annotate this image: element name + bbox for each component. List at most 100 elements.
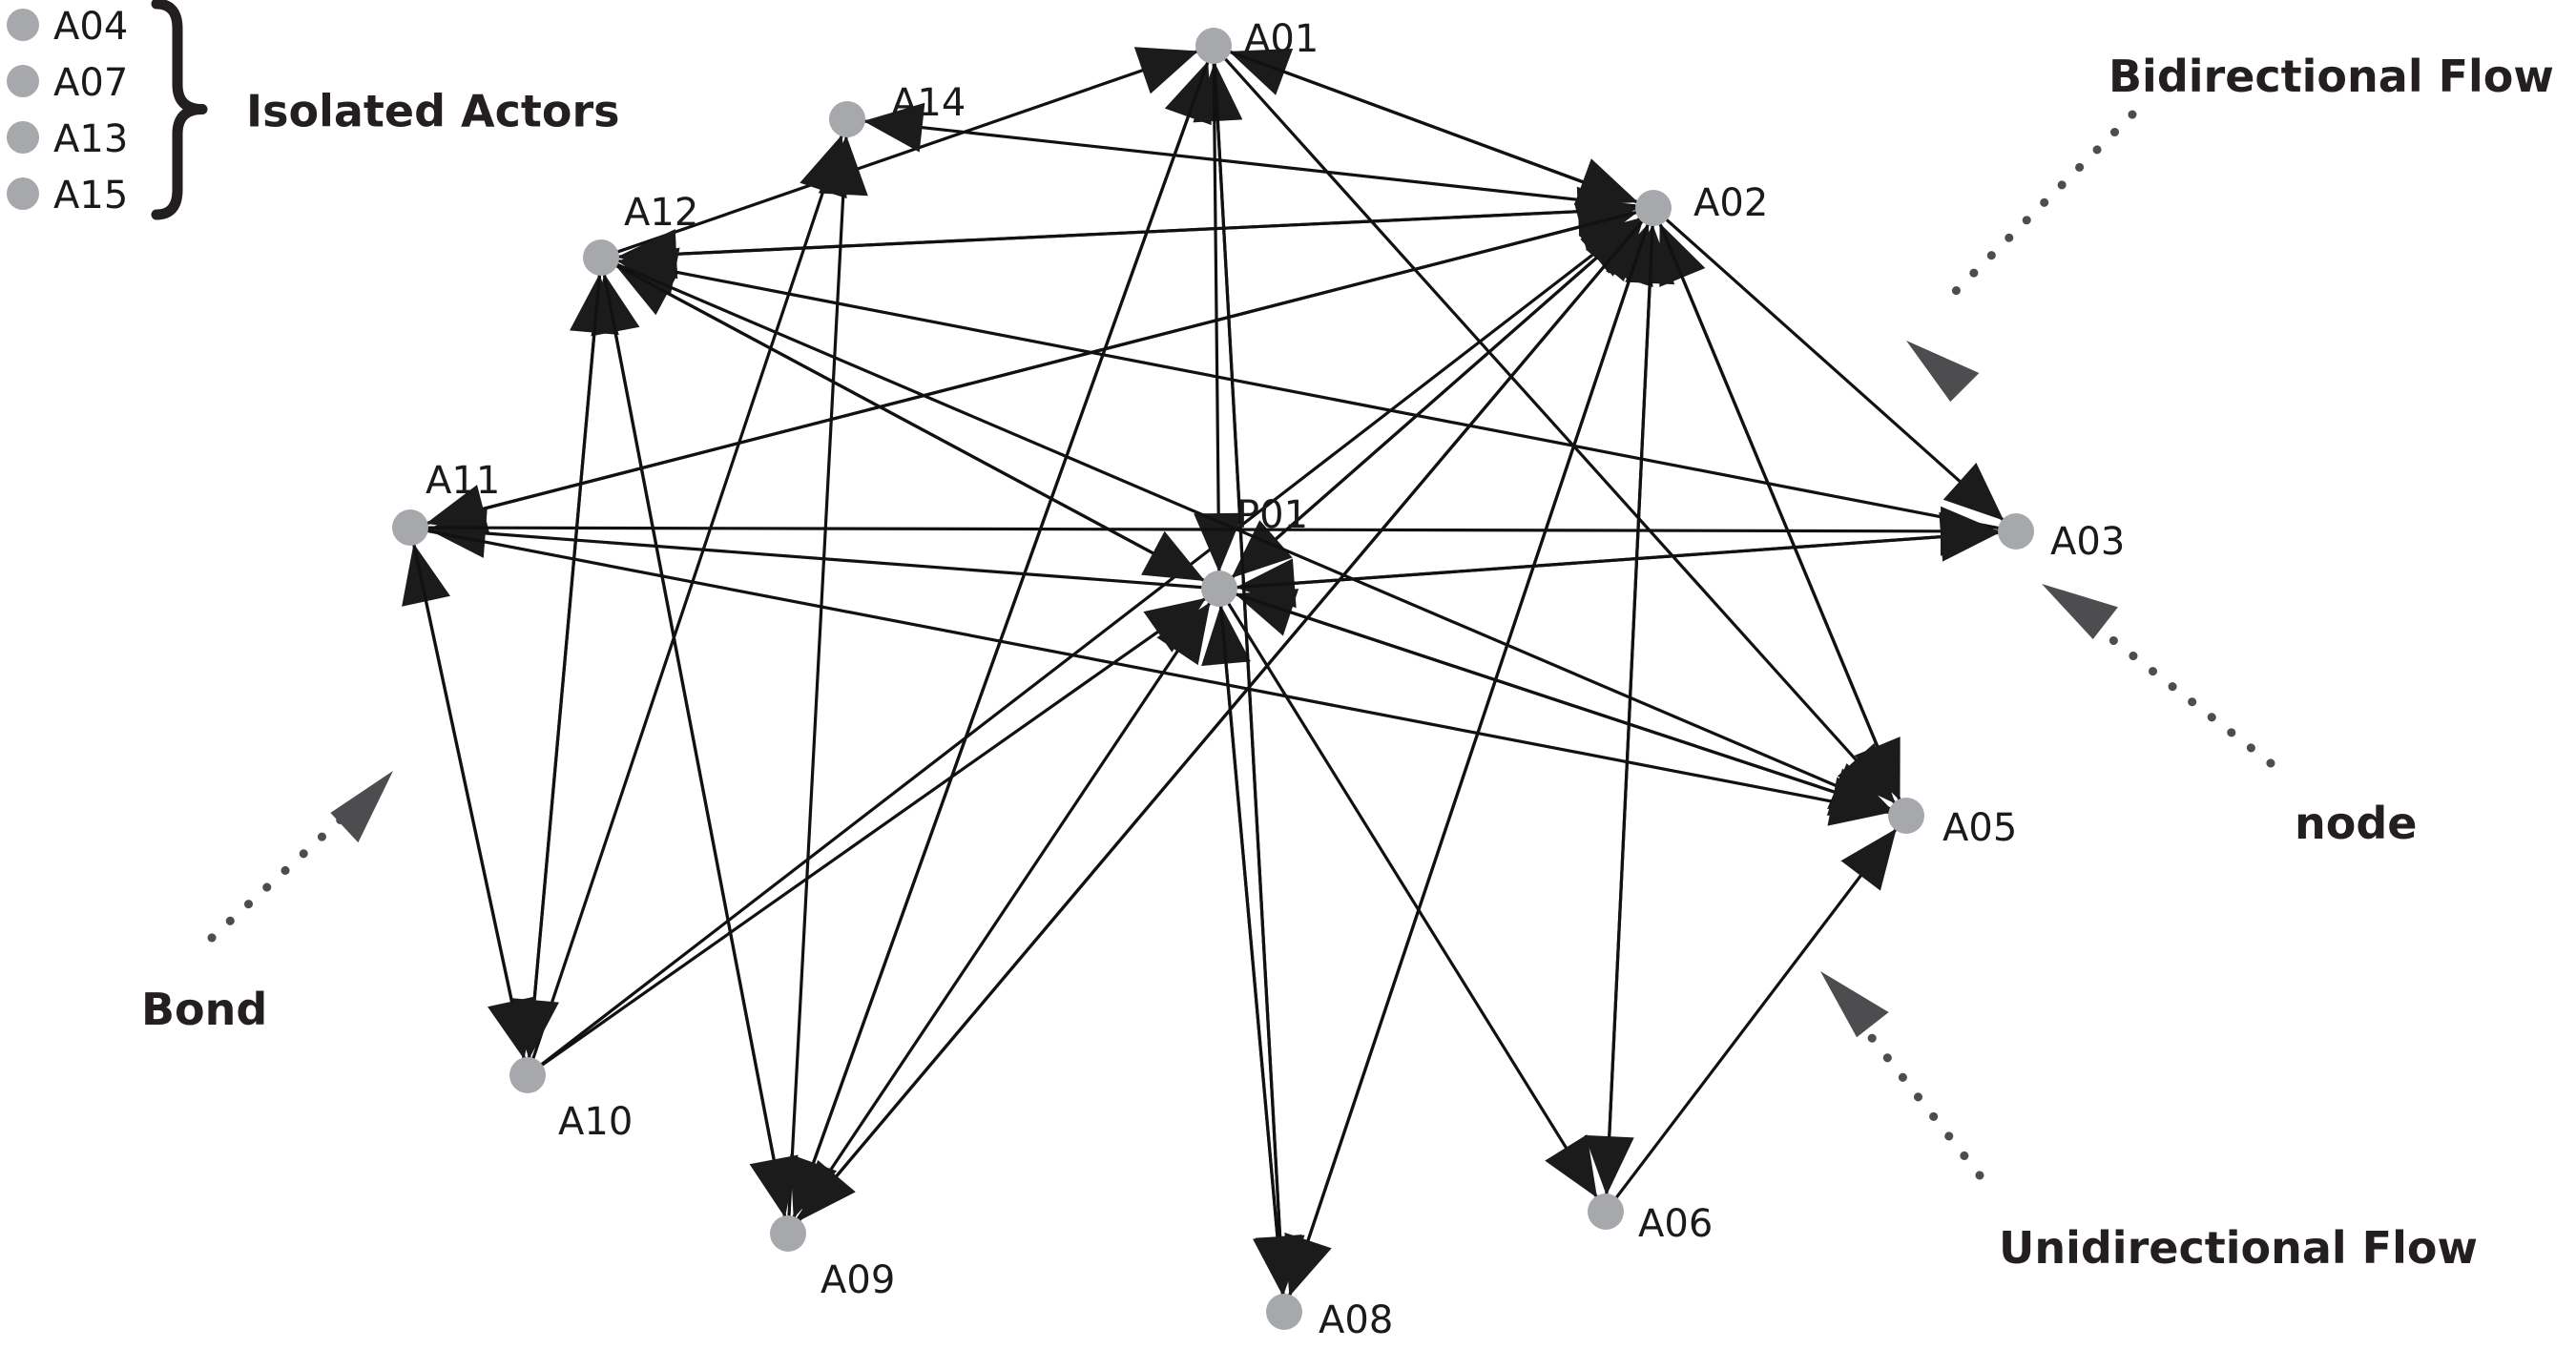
edge-line — [602, 273, 787, 1218]
annotation-arrow-icon — [330, 771, 393, 843]
edge-A01-to-A05 — [1223, 56, 1897, 805]
edge-A02-to-A06 — [1584, 223, 1654, 1196]
arrowhead-to-A02 — [1659, 222, 1706, 287]
edge-A10-to-A12 — [527, 273, 619, 1060]
node-dot-A12[interactable] — [583, 239, 619, 276]
annotation-leader-line — [1937, 110, 2137, 310]
isolated-actors-title: Isolated Actors — [246, 86, 620, 137]
edge-A12-to-A09 — [602, 273, 799, 1218]
annotation-label-node: node — [2295, 798, 2417, 849]
isolated-actor-A15[interactable]: A15 — [7, 174, 128, 218]
node-A02[interactable]: A02 — [1635, 181, 1768, 226]
edge-line — [1230, 218, 1643, 579]
edge-line — [616, 207, 1638, 259]
isolated-node-dot-A07[interactable] — [7, 65, 39, 97]
arrowhead-to-A06 — [1584, 1134, 1634, 1196]
node-label-A03: A03 — [2050, 520, 2125, 564]
arrowhead-to-P01 — [1156, 602, 1211, 666]
annotation-label-unidirectional: Unidirectional Flow — [1999, 1222, 2478, 1274]
node-label-P01: P01 — [1236, 493, 1308, 537]
node-A10[interactable]: A10 — [509, 1057, 633, 1144]
arrowhead-to-A01 — [1133, 47, 1198, 94]
edge-A02-to-P01 — [1230, 218, 1643, 579]
edge-line — [615, 262, 1892, 811]
annotation-bidirectional: Bidirectional Flow — [1906, 51, 2554, 403]
isolated-actor-A07[interactable]: A07 — [7, 61, 128, 105]
arrowhead-to-A12 — [591, 273, 640, 337]
annotation-unidirectional: Unidirectional Flow — [1820, 971, 2478, 1274]
annotation-leader-line — [1846, 1007, 1984, 1180]
node-A03[interactable]: A03 — [1998, 513, 2125, 564]
node-dot-A01[interactable] — [1195, 28, 1232, 64]
arrowhead-to-A08 — [1284, 1232, 1332, 1297]
arrowhead-to-A03 — [1942, 463, 2005, 521]
edge-A10-to-A02 — [539, 217, 1642, 1067]
node-A06[interactable]: A06 — [1588, 1193, 1713, 1246]
node-A05[interactable]: A05 — [1888, 798, 2017, 850]
node-label-A09: A09 — [821, 1258, 895, 1302]
edge-P01-to-A03 — [1235, 511, 2001, 590]
annotation-arrow-icon — [1906, 341, 1980, 403]
annotation-leader-line — [207, 797, 365, 943]
annotation-label-bond: Bond — [141, 984, 267, 1035]
node-P01[interactable]: P01 — [1201, 493, 1308, 607]
isolated-actor-A13[interactable]: A13 — [7, 117, 128, 161]
node-dot-A03[interactable] — [1998, 513, 2034, 550]
edge-A08-to-P01 — [1201, 604, 1285, 1297]
node-dot-A09[interactable] — [770, 1215, 806, 1252]
edge-A09-to-A12 — [591, 273, 787, 1218]
arrowhead-to-A05 — [1827, 777, 1891, 826]
arrowhead-to-A01 — [1228, 48, 1294, 95]
arrowhead-to-P01 — [1143, 597, 1207, 653]
node-label-A08: A08 — [1319, 1298, 1393, 1342]
edge-line — [1614, 827, 1898, 1200]
curly-brace-icon — [151, 0, 208, 220]
isolated-actor-label: A07 — [53, 61, 128, 105]
edge-line — [539, 596, 1208, 1068]
node-dot-A11[interactable] — [392, 509, 428, 546]
edge-A08-to-A01 — [1193, 61, 1285, 1297]
node-label-A10: A10 — [558, 1100, 633, 1144]
isolated-node-dot-A04[interactable] — [7, 9, 39, 41]
arrowhead-to-A05 — [1837, 742, 1896, 804]
arrowhead-to-A14 — [862, 102, 925, 153]
node-A14[interactable]: A14 — [829, 81, 966, 137]
edge-line — [1235, 530, 2001, 590]
edge-A09-to-P01 — [796, 601, 1212, 1221]
node-dot-A05[interactable] — [1888, 798, 1924, 834]
edge-line — [796, 601, 1212, 1221]
edge-A02-to-A05 — [1658, 222, 1901, 801]
edge-line — [1664, 218, 2005, 522]
isolated-actor-A04[interactable]: A04 — [7, 5, 128, 49]
isolated-node-dot-A13[interactable] — [7, 121, 39, 154]
arrowhead-to-A02 — [1580, 218, 1642, 277]
annotation-bond: Bond — [141, 771, 393, 1035]
arrowhead-to-A09 — [749, 1154, 799, 1218]
arrowhead-to-A10 — [488, 996, 536, 1060]
edge-A11-to-A10 — [411, 543, 536, 1060]
node-A12[interactable]: A12 — [583, 191, 698, 276]
node-dot-A06[interactable] — [1588, 1193, 1624, 1230]
edge-A09-to-A14 — [787, 135, 868, 1218]
edge-line — [1226, 601, 1599, 1199]
node-A11[interactable]: A11 — [392, 459, 500, 546]
node-dot-A08[interactable] — [1266, 1294, 1302, 1330]
edge-line — [1213, 61, 1285, 1297]
isolated-actor-label: A15 — [53, 174, 128, 218]
node-dot-A02[interactable] — [1635, 190, 1672, 226]
edge-layer — [402, 47, 2005, 1297]
node-dot-P01[interactable] — [1201, 571, 1237, 607]
node-A01[interactable]: A01 — [1195, 17, 1319, 64]
node-dot-A10[interactable] — [509, 1057, 546, 1093]
node-A09[interactable]: A09 — [770, 1215, 895, 1302]
isolated-node-dot-A15[interactable] — [7, 177, 39, 210]
arrowhead-to-A01 — [1193, 61, 1243, 123]
annotation-arrow-icon — [2042, 584, 2118, 639]
node-dot-A14[interactable] — [829, 101, 865, 137]
node-A08[interactable]: A08 — [1266, 1294, 1393, 1342]
isolated-actor-label: A13 — [53, 117, 128, 161]
edge-line — [1234, 591, 1892, 813]
annotation-label-bidirectional: Bidirectional Flow — [2109, 51, 2554, 102]
